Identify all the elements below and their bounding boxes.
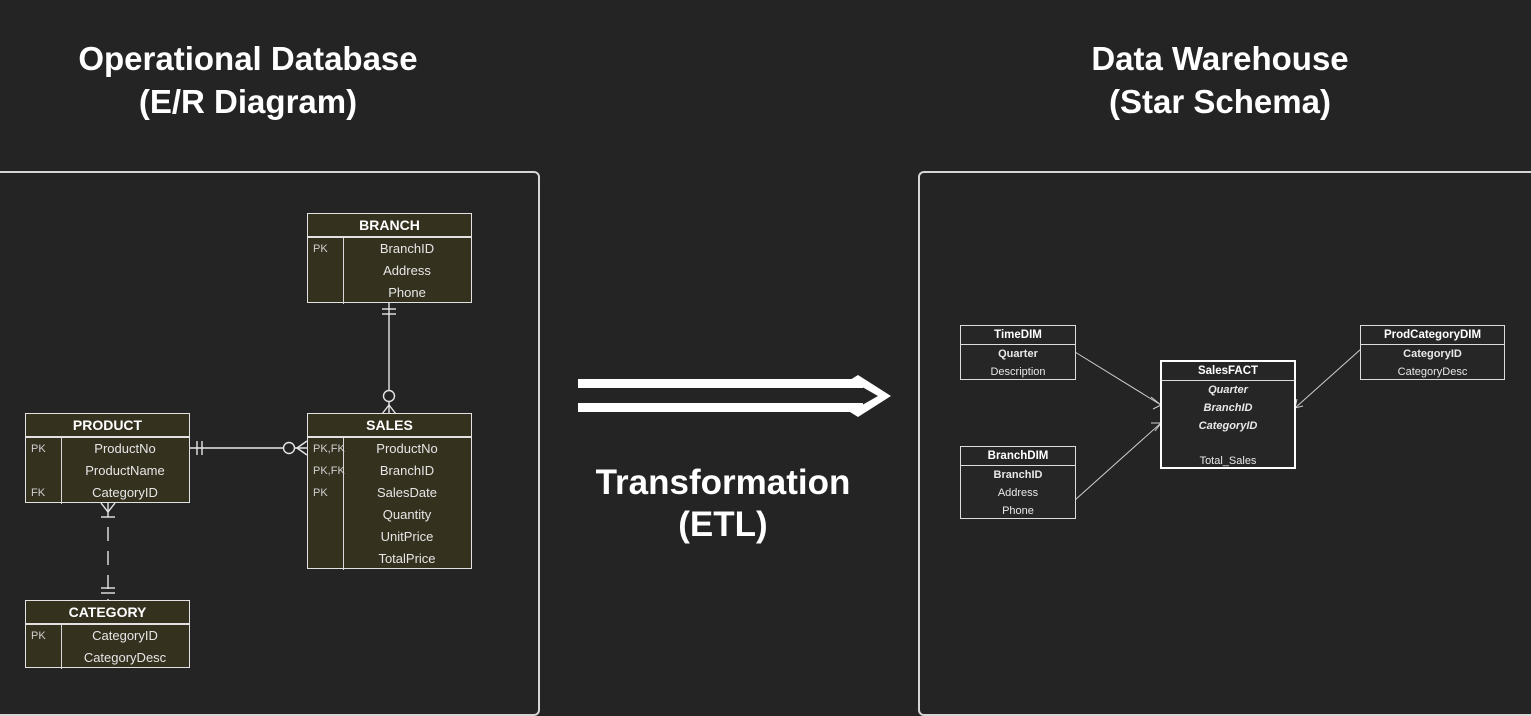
right-heading-line2: (Star Schema): [1109, 83, 1331, 120]
field-label: BranchID: [379, 463, 435, 478]
field-label: TotalPrice: [378, 551, 436, 566]
prodcategory-dim-table: ProdCategoryDIM CategoryID CategoryDesc: [1360, 325, 1505, 380]
key-label: PK: [31, 443, 46, 455]
table-row: Total_Sales: [1199, 455, 1257, 467]
transformation-line2: (ETL): [678, 505, 768, 544]
sales-zero-circle-left: [282, 441, 296, 455]
table-row: CategoryID: [1403, 348, 1462, 360]
entity-row: Phone: [308, 282, 471, 304]
table-row: CategoryID: [1198, 420, 1258, 432]
product-crow-foot-b: [107, 502, 116, 513]
field-label: ProductNo: [376, 441, 438, 456]
field-label: CategoryID: [92, 485, 158, 500]
field-label: Address: [383, 263, 431, 278]
table-row: BranchID: [993, 469, 1043, 481]
key-label: PK: [31, 630, 46, 642]
entity-row: PK CategoryID: [26, 625, 189, 647]
table-row: BranchID: [1203, 402, 1253, 414]
table-row: Phone: [1002, 505, 1034, 517]
entity-title: PRODUCT: [26, 414, 189, 438]
entity-row: TotalPrice: [308, 548, 471, 570]
field-label: ProductName: [85, 463, 165, 478]
sales-zero-circle-top: [382, 389, 396, 403]
left-heading: Operational Database (E/R Diagram): [48, 37, 448, 123]
sales-crow-foot-left-a: [296, 440, 308, 449]
entity-row: ProductName: [26, 460, 189, 482]
key-label: FK: [31, 487, 46, 499]
table-row-spacer: [1162, 435, 1294, 452]
key-label: PK: [313, 487, 328, 499]
entity-title: SALES: [308, 414, 471, 438]
field-label: BranchID: [379, 241, 435, 256]
entity-row: PK SalesDate: [308, 482, 471, 504]
sales-crow-foot-top-a: [381, 404, 390, 415]
branch-fact-link: [1074, 422, 1162, 501]
entity-row: FK CategoryID: [26, 482, 189, 504]
table-row: Description: [990, 366, 1046, 378]
table-row: Quarter: [1208, 384, 1248, 396]
entity-title: CATEGORY: [26, 601, 189, 625]
time-dim-table: TimeDIM Quarter Description: [960, 325, 1076, 380]
sales-fact-table: SalesFACT Quarter BranchID CategoryID To…: [1160, 360, 1296, 469]
key-label: PK,FK: [313, 465, 345, 477]
right-heading: Data Warehouse (Star Schema): [1020, 37, 1420, 123]
branch-dim-table: BranchDIM BranchID Address Phone: [960, 446, 1076, 519]
sales-crow-foot-top-b: [388, 404, 397, 415]
entity-row: UnitPrice: [308, 526, 471, 548]
branch-entity: BRANCH PK BranchID Address Phone: [307, 213, 472, 304]
transformation-line1: Transformation: [595, 463, 851, 502]
category-entity: CATEGORY PK CategoryID CategoryDesc: [25, 600, 190, 669]
transformation-label: Transformation (ETL): [570, 462, 876, 546]
prodcategory-fact-link: [1294, 348, 1362, 409]
table-row: Quarter: [998, 348, 1038, 360]
product-crow-foot-a: [100, 502, 109, 513]
table-row: Address: [997, 487, 1039, 499]
entity-title: BRANCH: [308, 214, 471, 238]
field-label: CategoryID: [92, 628, 158, 643]
field-label: Phone: [388, 285, 426, 300]
table-title: BranchDIM: [961, 447, 1075, 466]
left-heading-line1: Operational Database: [78, 40, 418, 77]
product-entity: PRODUCT PK ProductNo ProductName FK Catego…: [25, 413, 190, 504]
table-title: TimeDIM: [961, 326, 1075, 345]
field-label: UnitPrice: [380, 529, 434, 544]
sales-entity: SALES PK,FK ProductNo PK,FK BranchID PK Sal…: [307, 413, 472, 570]
field-label: CategoryDesc: [83, 650, 167, 665]
etl-arrow-icon: [578, 375, 891, 417]
entity-row: PK BranchID: [308, 238, 471, 260]
entity-row: Address: [308, 260, 471, 282]
key-label: PK,FK: [313, 443, 345, 455]
sales-crow-foot-left-b: [296, 447, 308, 456]
entity-row: PK,FK ProductNo: [308, 438, 471, 460]
field-label: ProductNo: [94, 441, 156, 456]
field-label: SalesDate: [377, 485, 437, 500]
entity-row: PK ProductNo: [26, 438, 189, 460]
field-label: Quantity: [382, 507, 432, 522]
table-title: ProdCategoryDIM: [1361, 326, 1504, 345]
key-label: PK: [313, 243, 328, 255]
entity-row: CategoryDesc: [26, 647, 189, 669]
table-row: CategoryDesc: [1397, 366, 1468, 378]
left-heading-line2: (E/R Diagram): [138, 83, 358, 120]
entity-row: Quantity: [308, 504, 471, 526]
entity-row: PK,FK BranchID: [308, 460, 471, 482]
time-fact-link: [1074, 351, 1162, 406]
right-heading-line1: Data Warehouse: [1091, 40, 1349, 77]
table-title: SalesFACT: [1162, 362, 1294, 381]
